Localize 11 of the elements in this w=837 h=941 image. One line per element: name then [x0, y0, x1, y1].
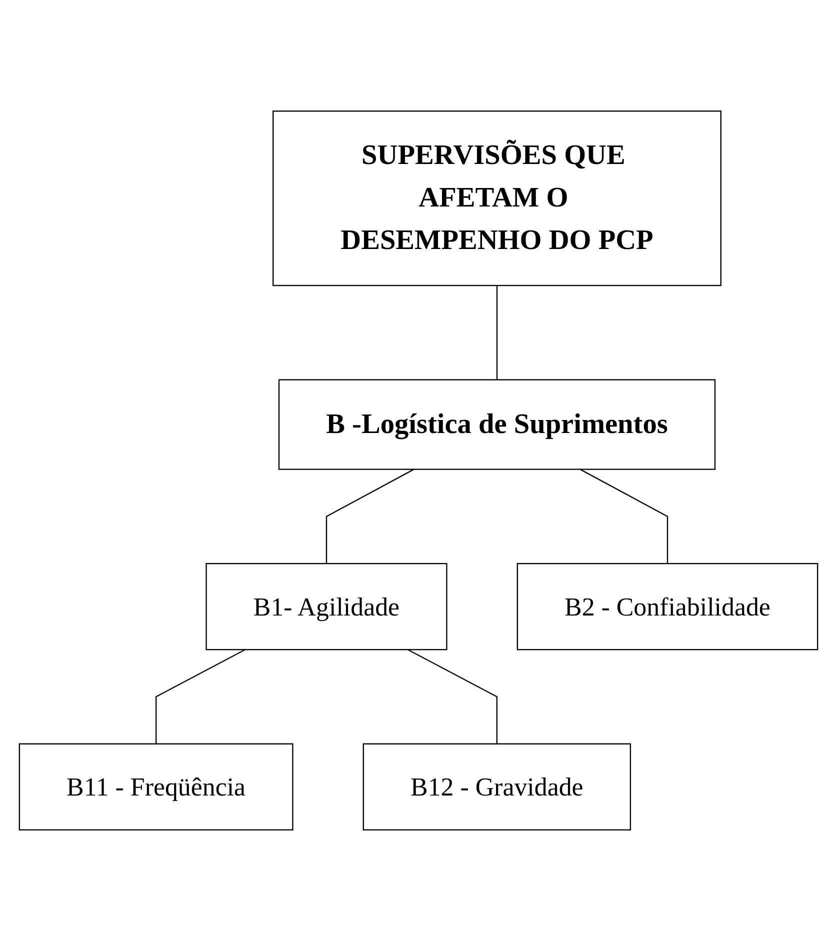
node-box: SUPERVISÕES QUE AFETAM O DESEMPENHO DO PCP — [272, 110, 722, 286]
connector — [326, 468, 414, 564]
connector — [155, 649, 246, 744]
connector — [408, 649, 498, 744]
node-box: B2 - Confiabilidade — [516, 563, 818, 650]
node-box: B12 - Gravidade — [362, 743, 632, 830]
node-box: B11 - Freqüência — [18, 743, 294, 830]
node-box: B1- Agilidade — [206, 563, 448, 650]
node-box: B -Logística de Suprimentos — [278, 379, 716, 470]
connector — [580, 468, 668, 564]
connector — [496, 286, 498, 380]
